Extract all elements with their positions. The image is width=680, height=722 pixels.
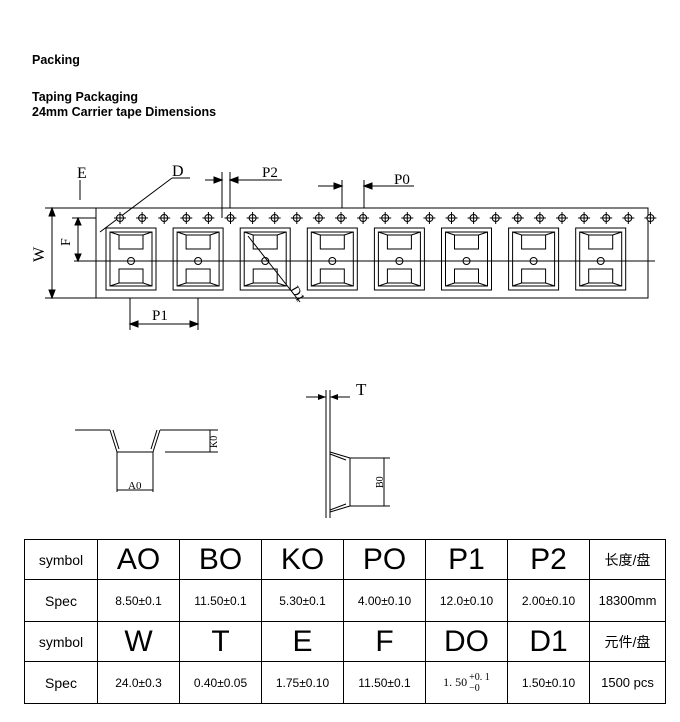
sprocket-crosshair	[114, 212, 126, 224]
tape-pocket	[373, 227, 425, 291]
row-header: Spec	[24, 661, 98, 704]
label-e: E	[77, 165, 87, 182]
spec-cell: 5.30±0.1	[261, 579, 344, 622]
sprocket-crosshair	[489, 212, 502, 224]
label-d: D	[172, 163, 184, 180]
sprocket-crosshair	[357, 212, 370, 224]
sprocket-crosshair	[312, 212, 325, 224]
spec-cell: 24.0±0.3	[97, 661, 180, 704]
label-t: T	[356, 380, 367, 399]
spec-cell: 8.50±0.1	[97, 579, 180, 622]
sprocket-crosshair	[511, 212, 524, 224]
sprocket-crosshair	[401, 212, 414, 224]
d-leader-line	[99, 177, 173, 233]
row-header: symbol	[24, 539, 98, 580]
tape-pocket	[105, 227, 157, 291]
do-upper-tolerance: +0. 1	[469, 671, 490, 683]
length-per-reel-label: 长度/盘	[589, 539, 666, 580]
label-a0: A0	[128, 480, 142, 492]
spec-cell: 11.50±0.1	[343, 661, 426, 704]
tape-pocket	[575, 227, 627, 291]
row-header: Spec	[24, 579, 98, 622]
label-p2: P2	[262, 165, 278, 181]
table-row-symbol-2: symbol W T E F DO D1 元件/盘	[24, 621, 666, 662]
label-f: F	[59, 238, 74, 246]
sprocket-crosshair	[600, 212, 613, 224]
pieces-per-reel-value: 1500 pcs	[589, 661, 666, 704]
label-k0: K0	[209, 436, 220, 448]
sprocket-crosshair	[622, 212, 635, 224]
tape-outline	[95, 207, 649, 299]
sprocket-crosshair	[578, 212, 591, 224]
symbol-cell: P2	[507, 539, 590, 580]
carrier-tape-drawing: E D P2 P0 W F D1 P1 K0 A0 T B0	[31, 163, 657, 518]
sprocket-crosshair	[644, 212, 657, 224]
label-p1: P1	[152, 308, 168, 324]
symbol-cell: F	[343, 621, 426, 662]
sprocket-crosshair	[290, 212, 303, 224]
symbol-cell: KO	[261, 539, 344, 580]
symbol-cell: DO	[425, 621, 508, 662]
length-per-reel-value: 18300mm	[589, 579, 666, 622]
label-w: W	[31, 246, 48, 262]
packing-heading: Packing	[32, 53, 80, 67]
sprocket-crosshair	[556, 212, 568, 224]
table-row-spec-1: Spec 8.50±0.1 11.50±0.1 5.30±0.1 4.00±0.…	[24, 579, 666, 622]
sprocket-crosshair	[202, 212, 215, 224]
sprocket-crosshair	[224, 212, 237, 224]
symbol-cell: W	[97, 621, 180, 662]
symbol-cell: D1	[507, 621, 590, 662]
symbol-cell: T	[179, 621, 262, 662]
sprocket-crosshair	[335, 212, 347, 224]
sprocket-crosshair	[467, 212, 480, 224]
sprocket-crosshair	[445, 212, 458, 224]
spec-cell-do: 1. 50 +0. 1 −0	[425, 661, 508, 704]
taping-heading: Taping Packaging	[32, 90, 139, 104]
spec-cell: 0.40±0.05	[179, 661, 262, 704]
sprocket-crosshair	[379, 212, 392, 224]
pieces-per-reel-label: 元件/盘	[589, 621, 666, 662]
tape-pocket	[508, 227, 560, 291]
spec-cell: 1.50±0.10	[507, 661, 590, 704]
tape-dimensions-heading: 24mm Carrier tape Dimensions	[32, 105, 217, 119]
sprocket-crosshair	[423, 212, 436, 224]
symbol-cell: PO	[343, 539, 426, 580]
tape-pocket	[441, 227, 492, 291]
table-row-symbol-1: symbol AO BO KO PO P1 P2 长度/盘	[24, 539, 666, 580]
do-lower-tolerance: −0	[469, 682, 480, 694]
spec-cell: 1.75±0.10	[261, 661, 344, 704]
spec-cell: 11.50±0.1	[179, 579, 262, 622]
tape-pocket	[306, 227, 358, 291]
label-p0: P0	[394, 172, 410, 188]
symbol-cell: E	[261, 621, 344, 662]
sprocket-crosshair	[246, 212, 259, 224]
spec-cell: 2.00±0.10	[507, 579, 590, 622]
table-row-spec-2: Spec 24.0±0.3 0.40±0.05 1.75±0.10 11.50±…	[24, 661, 666, 704]
sprocket-crosshair	[268, 212, 281, 224]
symbol-cell: BO	[179, 539, 262, 580]
label-b0: B0	[375, 476, 386, 488]
sprocket-crosshair	[180, 212, 193, 224]
sprocket-crosshair	[136, 212, 149, 224]
row-header: symbol	[24, 621, 98, 662]
spec-cell: 4.00±0.10	[343, 579, 426, 622]
spec-cell: 12.0±0.10	[425, 579, 508, 622]
symbol-cell: AO	[97, 539, 180, 580]
tape-pocket	[172, 227, 224, 291]
do-base-value: 1. 50	[443, 675, 468, 689]
label-d1: D1	[287, 283, 308, 304]
spec-table: symbol AO BO KO PO P1 P2 长度/盘 Spec 8.50±…	[24, 539, 666, 704]
do-tolerance: 1. 50 +0. 1 −0	[443, 672, 490, 694]
tape-pocket	[239, 227, 291, 291]
sprocket-crosshair	[158, 212, 171, 224]
symbol-cell: P1	[425, 539, 508, 580]
sprocket-crosshair	[533, 212, 546, 224]
